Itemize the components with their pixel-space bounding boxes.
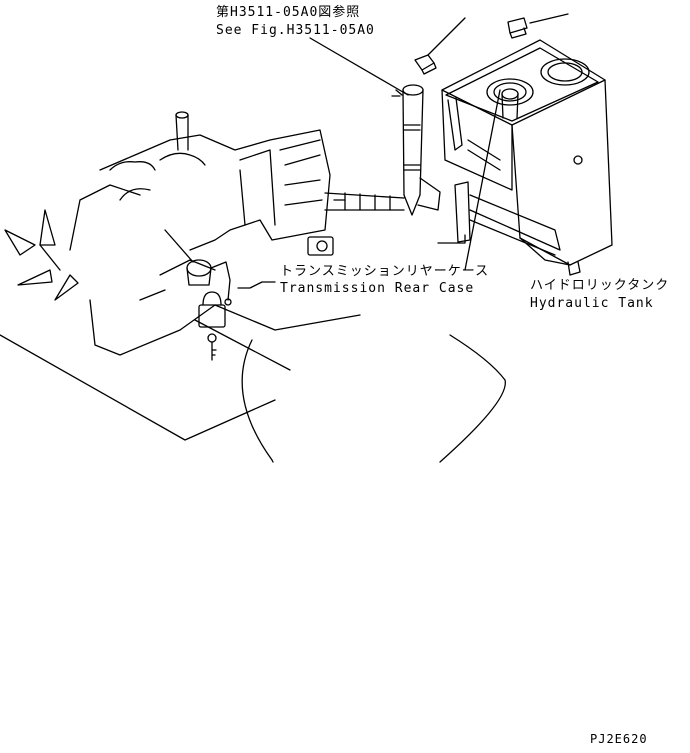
leader-lines <box>237 89 506 463</box>
filler-pipe <box>309 37 441 216</box>
hydraulic-tank-label-en: Hydraulic Tank <box>530 296 654 311</box>
reference-label-jp: 第H3511-05A0図参照 <box>216 5 361 20</box>
transmission-label-jp: トランスミッションリヤーケース <box>280 264 490 279</box>
hydraulic-tank <box>441 39 613 276</box>
reference-label-en: See Fig.H3511-05A0 <box>216 23 375 38</box>
tank-cap <box>507 13 569 39</box>
transmission-label-en: Transmission Rear Case <box>280 281 475 296</box>
hydraulic-tank-label-jp: ハイドロリックタンク <box>530 278 670 293</box>
pipe-cap <box>414 17 466 75</box>
padlock-assembly <box>164 229 232 361</box>
figure-code: PJ2E620 <box>590 732 648 746</box>
engine-transmission <box>0 111 361 441</box>
